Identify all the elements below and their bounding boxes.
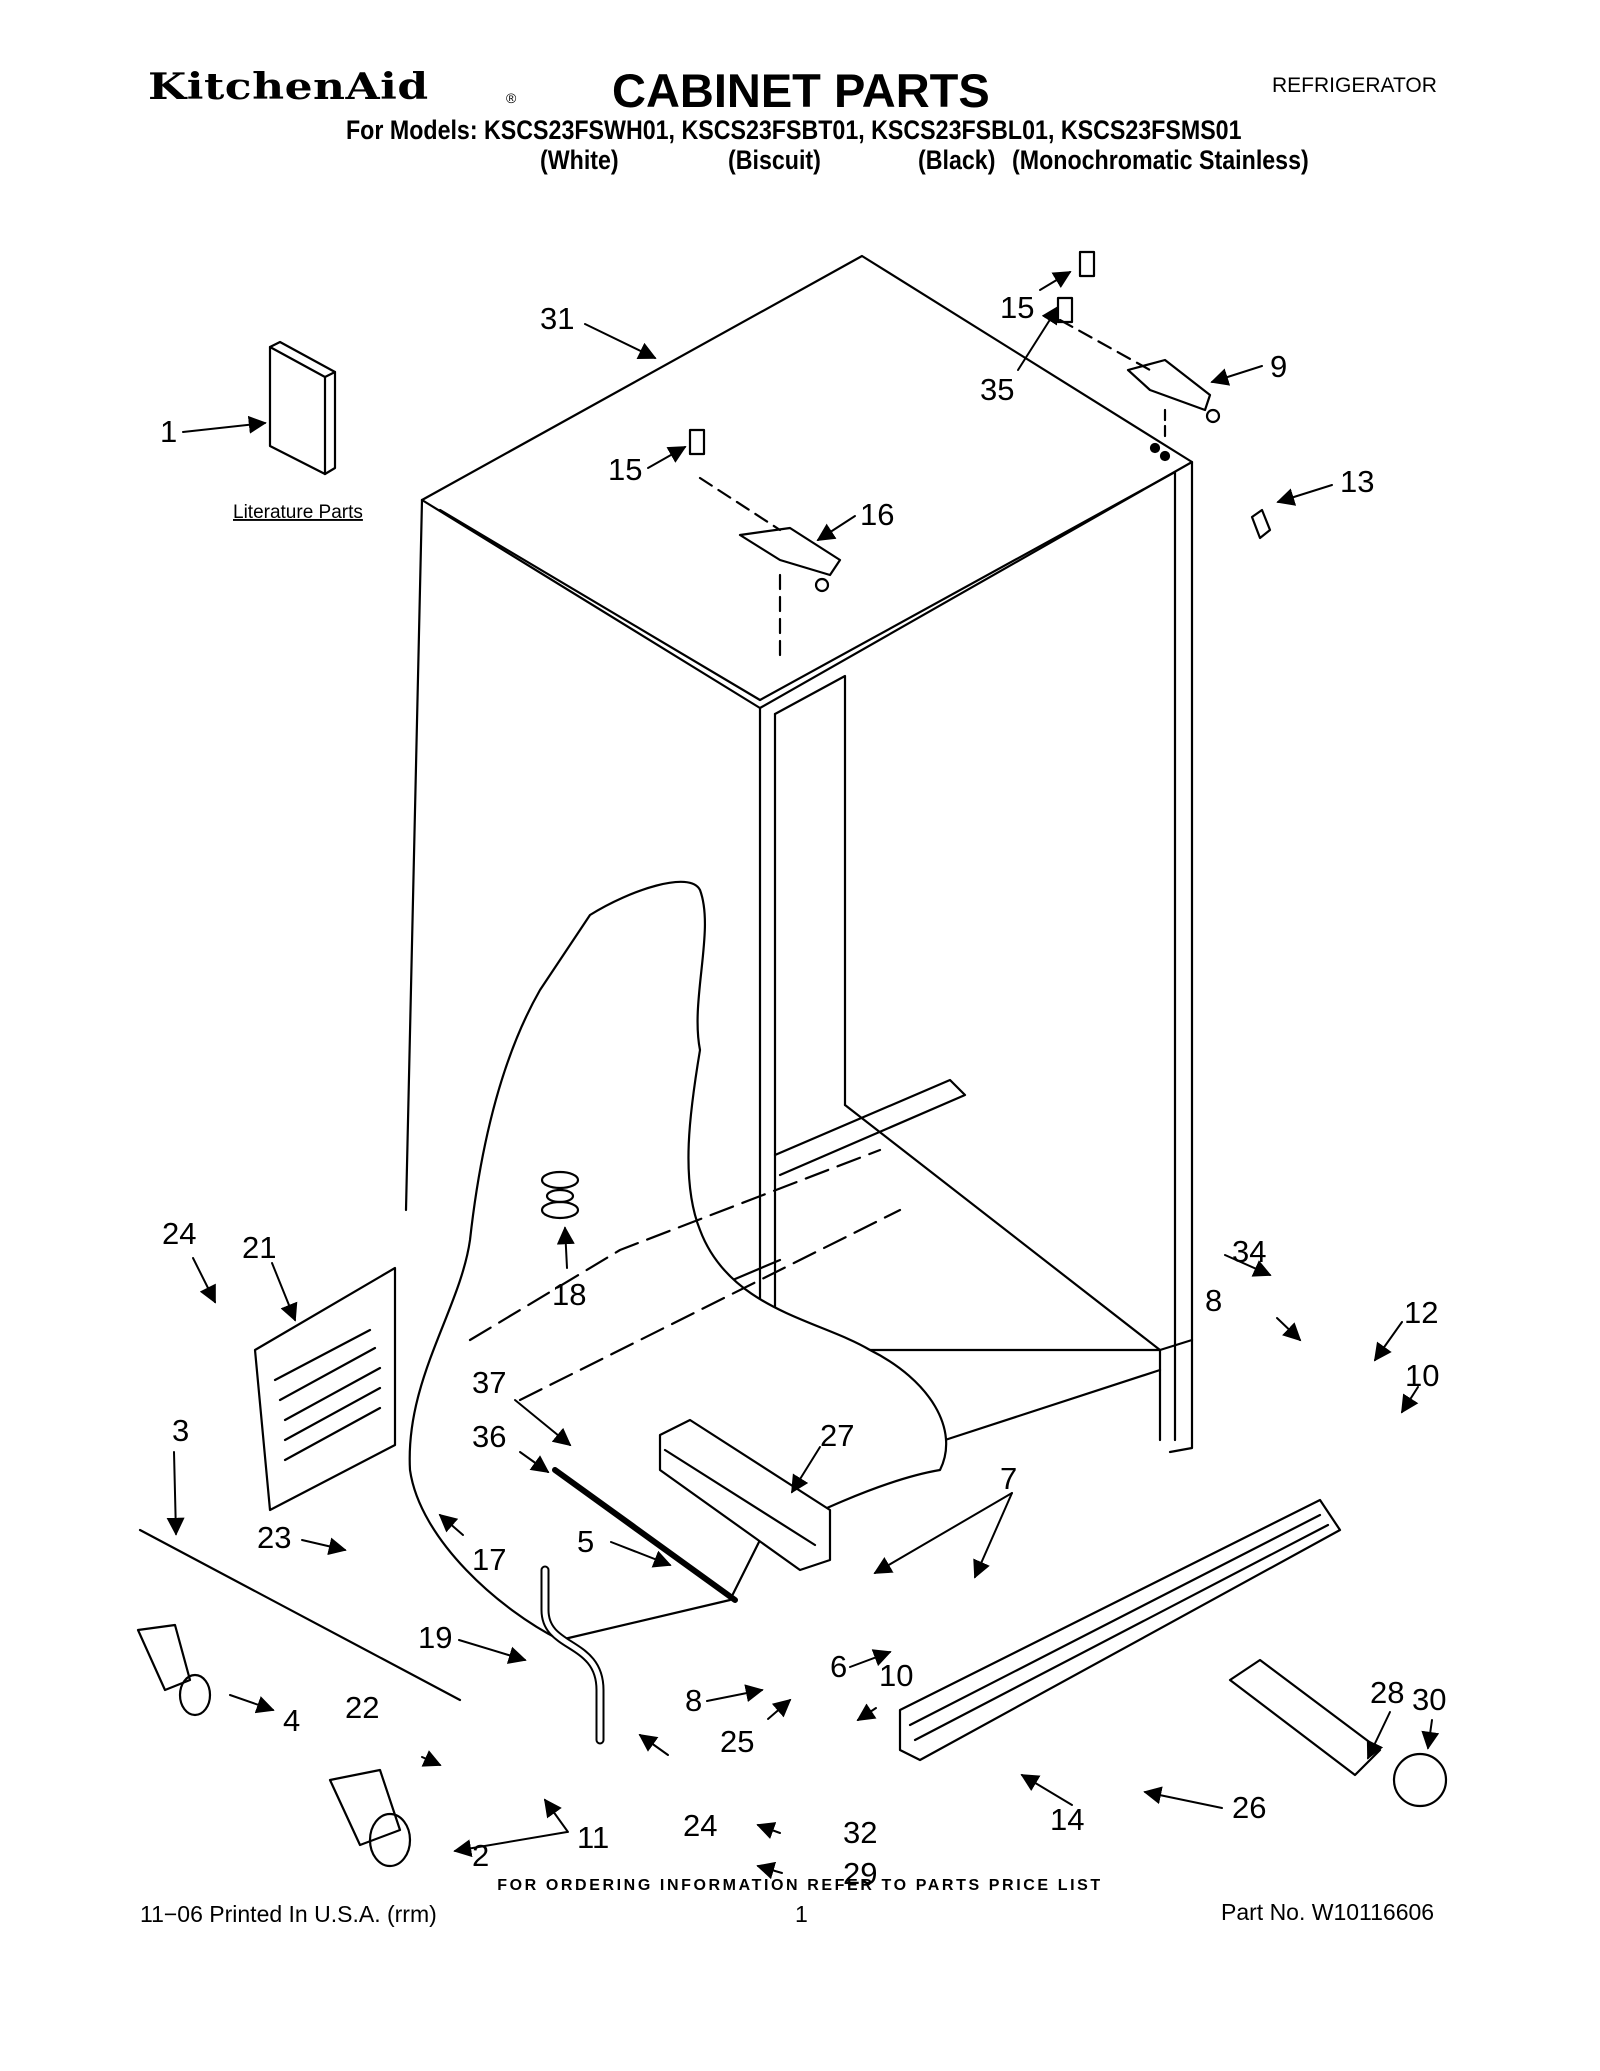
callout-10-upper: 10 [1405,1358,1439,1393]
callout-10-lower: 10 [879,1658,913,1693]
callout-14: 14 [1050,1802,1084,1837]
part-number: Part No. W10116606 [1221,1899,1435,1925]
filter-cap [1392,1752,1448,1808]
page-title: CABINET PARTS [612,64,990,117]
callout-31: 31 [540,301,574,336]
page-number: 1 [795,1901,808,1927]
callout-5: 5 [577,1524,594,1559]
callout-18: 18 [552,1277,586,1312]
front-roller-assembly [328,1768,412,1868]
callout-30: 30 [1412,1682,1446,1717]
callout-25: 25 [720,1724,754,1759]
callout-35: 35 [980,372,1014,407]
callout-24-lower: 24 [683,1808,717,1843]
callout-26: 26 [1232,1790,1266,1825]
callout-29: 29 [843,1856,877,1891]
callout-23: 23 [257,1520,291,1555]
top-hinge-right-icon [1056,250,1221,462]
callout-6: 6 [830,1649,847,1684]
callout-9: 9 [1270,349,1287,384]
callout-37: 37 [472,1365,506,1400]
callout-19: 19 [418,1620,452,1655]
callout-15-right: 15 [1000,290,1034,325]
callout-4: 4 [283,1703,300,1738]
callout-32: 32 [843,1815,877,1850]
water-tube-36 [552,1467,738,1603]
callout-13: 13 [1340,464,1374,499]
callout-11: 11 [577,1820,609,1855]
variant-white: (White) [540,145,619,175]
callout-27: 27 [820,1418,854,1453]
callout-36: 36 [472,1419,506,1454]
brand-logo: KitchenAid [148,66,429,108]
callout-3: 3 [172,1413,189,1448]
variant-monochromatic-stainless: (Monochromatic Stainless) [1012,145,1309,175]
variant-black: (Black) [918,145,996,175]
callout-12: 12 [1404,1295,1438,1330]
cutaway-view [408,880,948,1642]
hinge-clip-13 [1250,508,1272,540]
callout-21: 21 [242,1230,276,1265]
leveling-rod [138,1528,462,1702]
literature-parts-label: Literature Parts [233,502,363,523]
refrigerator-cabinet [404,254,1194,1454]
water-filter-housing [658,1418,832,1572]
callout-17: 17 [472,1542,506,1577]
callout-numbers: 1 2 3 4 5 6 7 8 8 9 10 10 11 12 13 14 15… [160,290,1446,1891]
top-hinge-left-icon [688,428,842,662]
print-info: 11−06 Printed In U.S.A. (rrm) [140,1901,437,1927]
water-filter-cartridge [1228,1658,1382,1777]
base-grille [898,1498,1342,1762]
callout-28: 28 [1370,1675,1404,1710]
variant-biscuit: (Biscuit) [728,145,821,175]
callout-24-upper: 24 [162,1216,196,1251]
callout-1: 1 [160,414,177,449]
callout-34: 34 [1232,1234,1266,1269]
callout-leaders [166,271,1440,1880]
ordering-note: FOR ORDERING INFORMATION REFER TO PARTS … [497,1877,1103,1894]
callout-16: 16 [860,497,894,532]
callout-7: 7 [1000,1461,1017,1496]
drain-fitting-icon [540,1170,580,1220]
registered-mark: ® [506,90,517,106]
rear-roller-assembly [136,1623,212,1717]
appliance-category: REFRIGERATOR [1272,74,1437,97]
callout-22: 22 [345,1690,379,1725]
literature-book-icon [268,340,337,476]
callout-8-lower: 8 [685,1683,702,1718]
access-cover-grille [253,1266,397,1512]
callout-2: 2 [472,1838,489,1873]
callout-15-left: 15 [608,452,642,487]
model-list: For Models: KSCS23FSWH01, KSCS23FSBT01, … [346,115,1242,145]
callout-8-upper: 8 [1205,1283,1222,1318]
